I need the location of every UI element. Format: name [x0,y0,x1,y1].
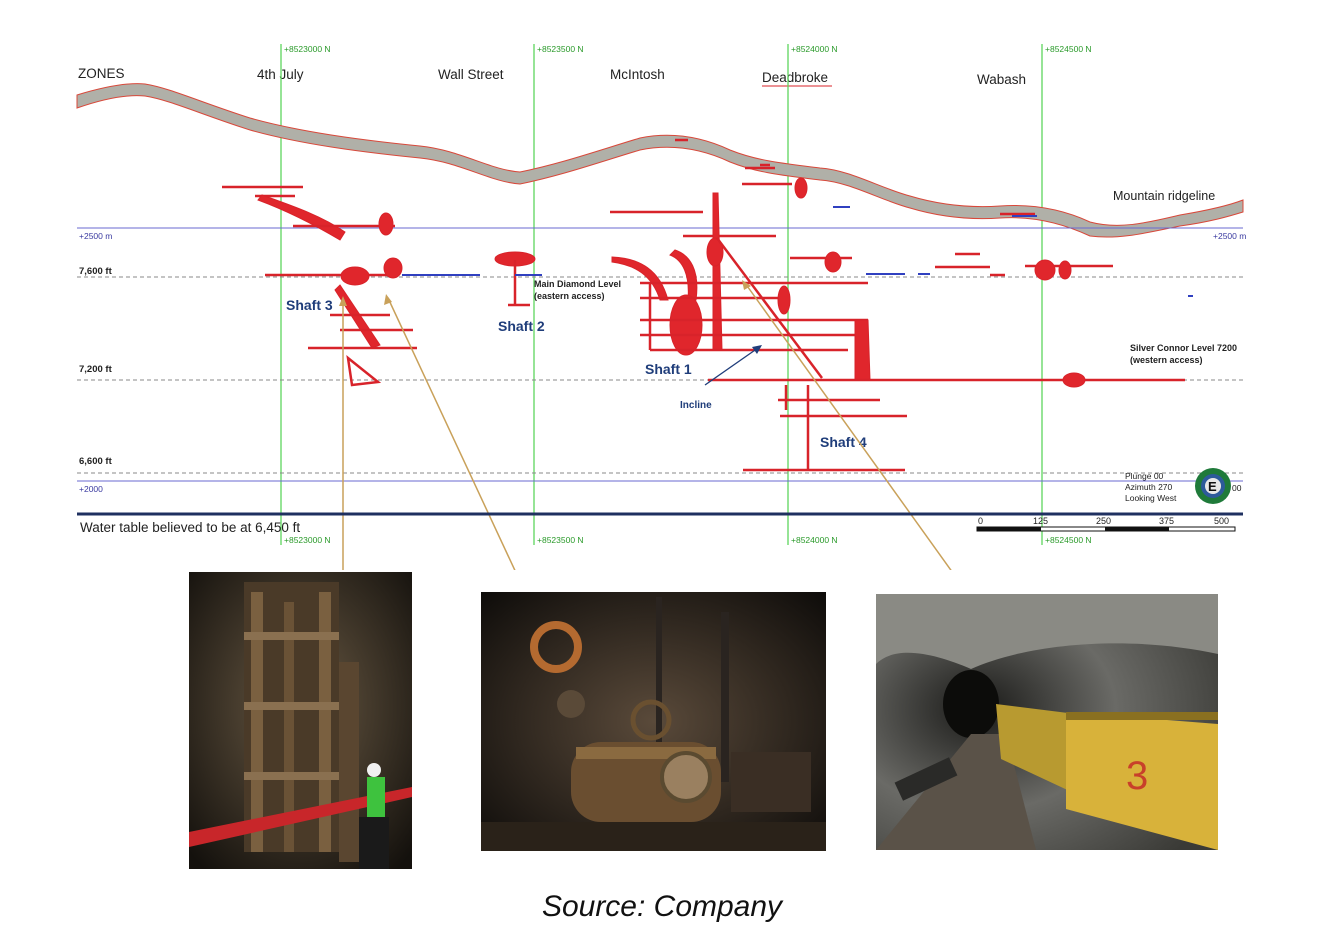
elevation-label-2500-right: +2500 m [1213,231,1246,241]
photo-leader-lines [342,282,952,570]
mountain-ridgeline [76,83,1244,238]
elevation-label-2000: +2000 [79,484,103,494]
incline-label: Incline [680,400,712,411]
silver-connor-level-label: Silver Connor Level 7200 [1130,343,1237,353]
mine-workings [222,138,1185,472]
compass-partial: 00 [1232,483,1242,493]
zone-label-deadbroke: Deadbroke [762,70,828,85]
scale-tick-250: 250 [1096,516,1111,526]
northing-bottom-1: +8523000 N [284,535,331,545]
northing-top-4: +8524500 N [1045,44,1092,54]
shaft-headframe-photo [189,572,412,869]
northing-top-1: +8523000 N [284,44,331,54]
compass-icon [1195,468,1231,504]
water-table-note: Water table believed to be at 6,450 ft [80,520,300,535]
level-drives-blue [402,206,1193,297]
northing-top-3: +8524000 N [791,44,838,54]
view-plunge: Plunge 00 [1125,471,1164,481]
compass-letter: E [1208,479,1217,494]
level-label-7200: 7,200 ft [79,364,113,375]
northing-bottom-2: +8523500 N [537,535,584,545]
leader-arrow-1 [339,296,347,306]
view-direction: Looking West [1125,493,1177,503]
incline-arrowhead [752,345,762,354]
svg-text:3: 3 [1126,754,1148,798]
northing-bottom-3: +8524000 N [791,535,838,545]
scale-bar [976,526,1236,532]
ore-cart-tunnel-photo: 3 [876,594,1218,850]
scale-tick-0: 0 [978,516,983,526]
level-label-7600: 7,600 ft [79,266,113,277]
long-section-diagram: ZONES 4th July Wall Street McIntosh Dead… [76,44,1246,570]
scale-tick-375: 375 [1159,516,1174,526]
zones-header: ZONES [78,66,125,81]
source-caption: Source: Company [541,890,783,923]
silver-connor-level-sub: (western access) [1130,355,1203,365]
shaft-3-label: Shaft 3 [286,297,333,313]
scale-tick-500: 500 [1214,516,1229,526]
main-diamond-level-sub: (eastern access) [534,291,605,301]
northing-bottom-4: +8524500 N [1045,535,1092,545]
level-lines [77,276,1243,474]
shaft-4-label: Shaft 4 [820,434,867,450]
shaft-2-label: Shaft 2 [498,318,545,334]
leader-arrow-3 [742,280,751,290]
incline-arrow [704,347,759,386]
scale-tick-125: 125 [1033,516,1048,526]
view-azimuth: Azimuth 270 [1125,482,1173,492]
leader-arrow-2 [384,294,392,305]
elevation-label-2500-left: +2500 m [79,231,112,241]
shaft-1-label: Shaft 1 [645,361,692,377]
level-label-6600: 6,600 ft [79,456,113,467]
northing-top-2: +8523500 N [537,44,584,54]
zone-label-mcintosh: McIntosh [610,67,665,82]
ridgeline-label: Mountain ridgeline [1113,189,1215,203]
zone-label-wabash: Wabash [977,72,1026,87]
zone-label-wall-street: Wall Street [438,67,504,82]
hoist-engine-photo [481,592,826,851]
main-diamond-level-label: Main Diamond Level [534,279,621,289]
